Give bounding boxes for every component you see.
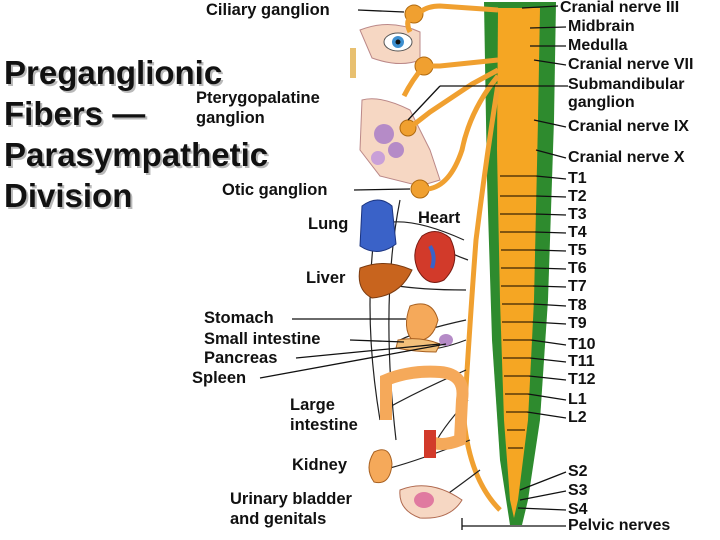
liver-organ — [358, 263, 413, 299]
label-liver: Liver — [306, 269, 346, 287]
label-spleen: Spleen — [192, 369, 247, 387]
label-submandibular-2: ganglion — [568, 94, 635, 111]
label-t6: T6 — [568, 260, 587, 277]
label-t12: T12 — [568, 371, 596, 388]
label-t4: T4 — [568, 224, 587, 241]
label-t5: T5 — [568, 242, 587, 259]
label-bladder-1: Urinary bladder — [230, 490, 352, 508]
label-t9: T9 — [568, 315, 587, 332]
label-cranial-nerve-ix: Cranial nerve IX — [568, 118, 689, 135]
label-stomach: Stomach — [204, 309, 274, 327]
label-kidney: Kidney — [292, 456, 348, 474]
label-pancreas: Pancreas — [204, 349, 278, 367]
kidney-organ — [368, 430, 436, 484]
title-line-2: Fibers — — [4, 95, 146, 132]
bladder-organ — [399, 485, 463, 519]
label-midbrain: Midbrain — [568, 18, 635, 35]
label-t8: T8 — [568, 297, 587, 314]
face-illustration — [350, 24, 441, 187]
left-leader-lines — [259, 9, 447, 379]
cranial-nerves — [401, 3, 502, 512]
label-small-intestine: Small intestine — [204, 330, 321, 348]
label-bladder-2: and genitals — [230, 510, 327, 528]
lung-organ — [359, 199, 397, 252]
label-large-intestine-2: intestine — [290, 416, 358, 434]
label-l1: L1 — [568, 391, 587, 408]
label-cranial-nerve-iii: Cranial nerve III — [560, 0, 680, 16]
label-t2: T2 — [568, 188, 587, 205]
large-intestine-organ — [380, 365, 469, 450]
label-s3: S3 — [568, 482, 588, 499]
label-medulla: Medulla — [568, 37, 628, 54]
label-pterygopalatine-2: ganglion — [196, 109, 265, 127]
right-leader-lines — [407, 5, 568, 530]
stomach-organ — [406, 303, 439, 342]
label-submandibular-1: Submandibular — [568, 76, 685, 93]
label-cranial-nerve-vii: Cranial nerve VII — [568, 56, 694, 73]
label-s2: S2 — [568, 463, 588, 480]
label-heart: Heart — [418, 209, 461, 227]
title-line-4: Division — [4, 177, 133, 214]
label-otic-ganglion: Otic ganglion — [222, 181, 328, 199]
label-t7: T7 — [568, 278, 587, 295]
label-ciliary-ganglion: Ciliary ganglion — [206, 1, 330, 19]
label-t1: T1 — [568, 170, 587, 187]
label-t3: T3 — [568, 206, 587, 223]
label-l2: L2 — [568, 409, 587, 426]
title-line-1: Preganglionic — [4, 54, 223, 91]
title-line-3: Parasympathetic — [4, 136, 269, 173]
label-large-intestine-1: Large — [290, 396, 335, 414]
label-pterygopalatine-1: Pterygopalatine — [196, 89, 320, 107]
label-s4: S4 — [568, 501, 588, 518]
label-t11: T11 — [568, 353, 595, 370]
heart-organ — [414, 231, 456, 283]
label-cranial-nerve-x: Cranial nerve X — [568, 149, 685, 166]
label-pelvic-nerves: Pelvic nerves — [568, 517, 671, 534]
slide-title: Preganglionic Fibers — Parasympathetic D… — [4, 52, 344, 216]
label-lung: Lung — [308, 215, 349, 233]
label-t10: T10 — [568, 336, 596, 353]
pancreas-organ — [395, 334, 453, 353]
spinal-cord — [484, 2, 556, 525]
